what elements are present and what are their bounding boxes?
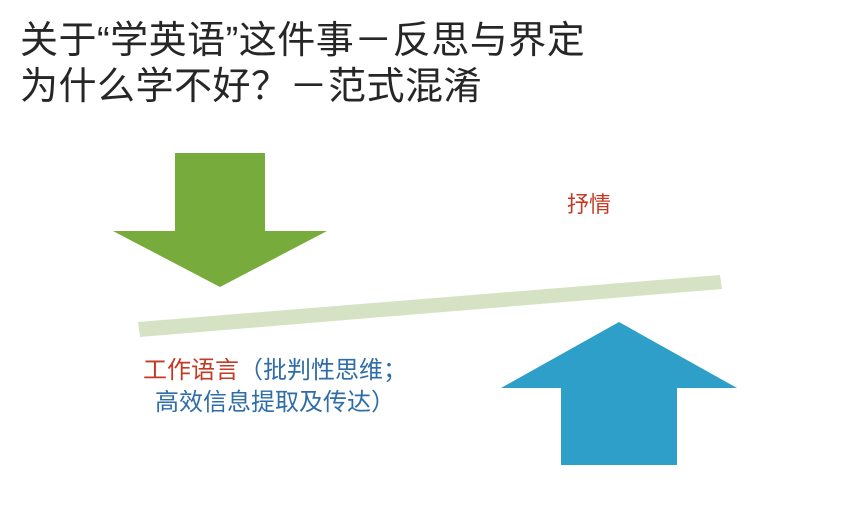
label-lyrical-text: 抒情 [566,192,611,217]
label-working-language: 工作语言（批判性思维；高效信息提取及传达） [140,355,410,419]
green-down-arrow-icon [113,153,327,287]
title-line-1: 关于“学英语”这件事－反思与界定 [20,20,586,62]
blue-up-arrow [501,322,737,465]
title-line-2: 为什么学不好？－范式混淆 [20,66,483,108]
page-title: 关于“学英语”这件事－反思与界定 为什么学不好？－范式混淆 [20,18,810,110]
blue-up-arrow-icon [501,322,737,465]
label-lyrical: 抒情 [534,190,644,220]
label-working-language-blue: （批判性思维；高效信息提取及传达） [155,357,407,416]
green-down-arrow [113,153,327,287]
label-working-language-red: 工作语言 [143,357,239,384]
